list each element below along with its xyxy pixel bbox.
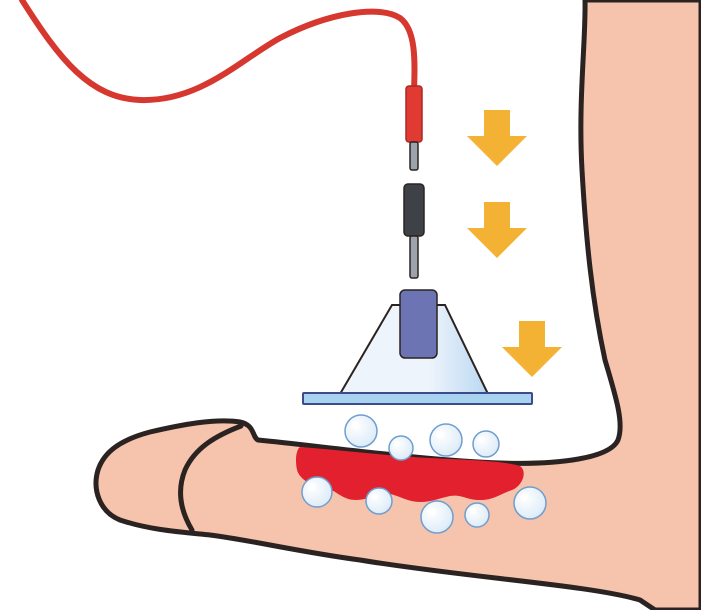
- bubble-icon: [366, 488, 392, 514]
- connector-pin-lower: [410, 236, 418, 278]
- applicator-base-plate: [303, 393, 532, 404]
- bubble-icon: [421, 501, 453, 533]
- bubble-highlight: [470, 508, 476, 514]
- bubble-icon: [302, 477, 332, 507]
- applicator-block: [400, 290, 437, 358]
- bubble-highlight: [371, 493, 378, 500]
- bubble-icon: [430, 424, 462, 456]
- down-arrow-shape: [467, 202, 527, 258]
- bubble-highlight: [427, 507, 435, 515]
- connector-pin-upper: [410, 142, 418, 170]
- down-arrow-icon: [467, 202, 527, 258]
- connector-body: [404, 184, 424, 236]
- down-arrow-shape: [502, 321, 562, 377]
- bubble-highlight: [478, 436, 485, 443]
- bubble-icon: [345, 415, 377, 447]
- electrode-cable: [22, 0, 414, 100]
- bubble-highlight: [520, 493, 528, 501]
- bubble-icon: [389, 436, 413, 460]
- bubble-highlight: [308, 483, 316, 491]
- bubble-highlight: [351, 421, 359, 429]
- bubble-icon: [514, 487, 546, 519]
- bubble-icon: [473, 431, 499, 457]
- bubble-highlight: [436, 430, 444, 438]
- cable-sleeve: [406, 86, 422, 142]
- bubble-icon: [465, 503, 489, 527]
- down-arrow-icon: [502, 321, 562, 377]
- down-arrow-icon: [467, 110, 527, 166]
- down-arrow-shape: [467, 110, 527, 166]
- bubble-highlight: [394, 441, 400, 447]
